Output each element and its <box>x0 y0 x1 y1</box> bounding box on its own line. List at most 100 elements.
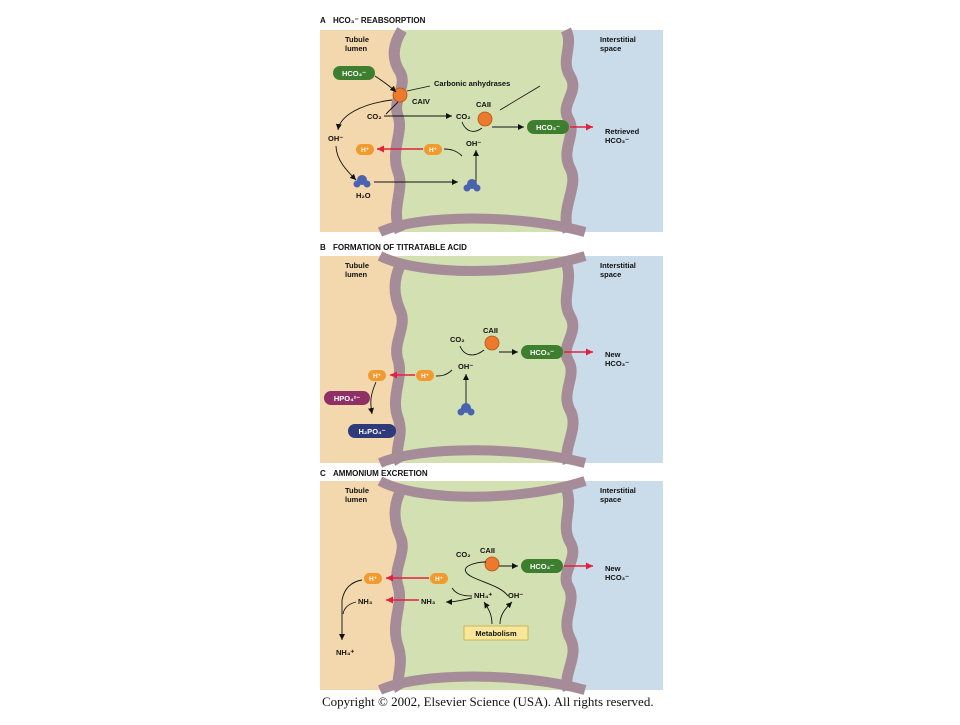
panel-b-h2po4-label: H₂PO₄⁻ <box>358 427 385 436</box>
panel-b-interstitial-label-2: space <box>600 270 621 279</box>
panel-a-enzymes-pointer-caiv <box>406 85 431 92</box>
panel-a-h-source-line <box>443 148 463 157</box>
panel-c-basolateral-membrane <box>560 485 579 692</box>
panel-c-cell-bg <box>400 481 570 690</box>
panel-b-basolateral-membrane <box>560 259 579 466</box>
panel-a-caii-enzyme-icon <box>477 111 493 127</box>
panel-c-co2-label: CO₂ <box>456 550 471 559</box>
panel-a-cell-h-label: H⁺ <box>429 147 438 154</box>
panel-c-oh-to-caii-curve <box>464 561 509 597</box>
panel-a-co2-right: CO₂ <box>456 112 471 121</box>
panel-a-lumen-hco3-pill <box>333 66 375 80</box>
panel-b-water-icon <box>457 403 475 416</box>
panel-c-junction-bottom <box>377 671 587 695</box>
panel-a-lumen-hco3-label: HCO₃⁻ <box>342 69 366 78</box>
panel-b-caii-label: CAII <box>483 326 498 335</box>
panel-b-hpo4-pill <box>324 391 370 405</box>
panel-b-caii-enzyme-icon <box>484 335 500 351</box>
panel-a-co2-left: CO₂ <box>367 112 382 121</box>
panel-b-cell-h-pill <box>416 370 434 381</box>
panel-c-metabolism-to-oh-arrow <box>499 601 513 625</box>
panel-c-lumen-h-label: H⁺ <box>369 576 378 583</box>
panel-c-metabolism-box <box>463 625 529 641</box>
panel-a-lumen-oh: OH⁻ <box>328 134 343 143</box>
panel-a-junction-bottom <box>377 213 587 237</box>
panel-a-cell-hco3-label: HCO₃⁻ <box>536 123 560 132</box>
panel-c-lumen-bg <box>320 481 400 690</box>
panel-b-interstitial-bg <box>570 256 663 463</box>
panel-c-oh-label: OH⁻ <box>508 591 523 600</box>
panel-a-enzymes-pointer-caii <box>499 85 541 111</box>
panel-a-caiv-enzyme-icon <box>392 87 408 103</box>
panel-a-cell-h-pill <box>424 144 442 155</box>
panel-c-cell-hco3-pill <box>521 559 563 573</box>
panel-a-interstitial-bg <box>570 30 663 232</box>
panel-c-letter: C <box>320 469 326 478</box>
panel-c-lumen-h-pill <box>364 573 382 584</box>
panel-b-letter: B <box>320 243 326 252</box>
panel-b-junction-bottom <box>378 445 587 468</box>
panel-c-interstitial-label-1: Interstitial <box>600 486 636 495</box>
panel-c-caii-label: CAII <box>480 546 495 555</box>
panel-b-output-2: HCO₃⁻ <box>605 359 629 368</box>
panel-a-lumen-bg <box>320 30 400 232</box>
panel-b-interstitial-label-1: Interstitial <box>600 261 636 270</box>
panel-b-h2po4-pill <box>348 424 396 438</box>
panel-a-caiv-label: CAIV <box>412 97 430 106</box>
panel-a-output-2: HCO₃⁻ <box>605 136 629 145</box>
panel-a-caiv-to-co2-line <box>385 101 399 115</box>
panel-a-title: HCO₃⁻ REABSORPTION <box>333 16 426 25</box>
panel-c-metabolism-label: Metabolism <box>475 629 517 638</box>
panel-b-cell-h-label: H⁺ <box>421 373 430 380</box>
panel-a-cell-hco3-pill <box>527 120 569 134</box>
panel-b-title: FORMATION OF TITRATABLE ACID <box>333 243 467 252</box>
panel-a-oh-to-water-arrow <box>335 145 357 181</box>
panel-b-h-source-line <box>435 369 453 377</box>
panel-c-nh3-join-line <box>342 601 357 615</box>
panel-a-output-1: Retrieved <box>605 127 640 136</box>
panel-c: C AMMONIUM EXCRETION Tubule lumen Inters… <box>320 469 663 695</box>
panel-c-cell-nh4-label: NH₄⁺ <box>474 591 492 600</box>
panel-c-cell-h-label: H⁺ <box>435 576 444 583</box>
panel-b-lumen-h-label: H⁺ <box>373 373 382 380</box>
panel-b-cell-hco3-label: HCO₃⁻ <box>530 348 554 357</box>
panel-c-output-2: HCO₃⁻ <box>605 573 629 582</box>
panel-a-interstitial-label-2: space <box>600 44 621 53</box>
panel-c-nh3-to-nh4-arrow <box>339 579 363 640</box>
panel-a-lumen-label-1: Tubule <box>345 35 369 44</box>
panel-b-co2-label: CO₂ <box>450 335 465 344</box>
panel-c-title: AMMONIUM EXCRETION <box>333 469 428 478</box>
panel-a-interstitial-label-1: Interstitial <box>600 35 636 44</box>
panel-c-apical-membrane <box>389 485 408 693</box>
panel-a-hco3-to-caiv-arrow <box>374 75 397 93</box>
panel-a: A HCO₃⁻ REABSORPTION Tubule lumen Inters… <box>320 16 663 237</box>
panel-a-basolateral-membrane <box>560 27 579 234</box>
panel-a-caiv-to-oh-arrow <box>335 99 393 131</box>
panel-a-lumen-label-2: lumen <box>345 44 368 53</box>
panel-c-lumen-label-2: lumen <box>345 495 368 504</box>
panel-b-co2-to-caii-curve <box>459 345 485 356</box>
panel-b-cell-hco3-pill <box>521 345 563 359</box>
panel-b-apical-membrane <box>389 259 408 466</box>
panel-b-lumen-label-1: Tubule <box>345 261 369 270</box>
panel-c-interstitial-bg <box>570 481 663 690</box>
panel-b-lumen-h-pill <box>368 370 386 381</box>
panel-c-cell-nh3-label: NH₃ <box>421 597 436 606</box>
panel-b: B FORMATION OF TITRATABLE ACID Tubule lu… <box>320 243 663 468</box>
panel-c-interstitial-label-2: space <box>600 495 621 504</box>
panel-b-hpo4-label: HPO₄²⁻ <box>334 394 360 403</box>
panel-a-h2o-label: H₂O <box>356 191 371 200</box>
panel-a-caii-label: CAII <box>476 100 491 109</box>
panel-c-lumen-label-1: Tubule <box>345 486 369 495</box>
panel-b-lumen-label-2: lumen <box>345 270 368 279</box>
panel-a-cell-water-icon <box>463 179 481 192</box>
panel-c-nh4-to-nh3-arrow <box>445 597 473 605</box>
copyright-notice: Copyright © 2002, Elsevier Science (USA)… <box>322 694 654 709</box>
panel-c-cell-hco3-label: HCO₃⁻ <box>530 562 554 571</box>
panel-a-cell-oh: OH⁻ <box>466 139 481 148</box>
panel-b-oh-label: OH⁻ <box>458 362 473 371</box>
panel-a-lumen-water-icon <box>353 175 371 188</box>
panel-c-lumen-nh3-label: NH₃ <box>358 597 373 606</box>
panel-a-lumen-h-pill <box>356 144 374 155</box>
